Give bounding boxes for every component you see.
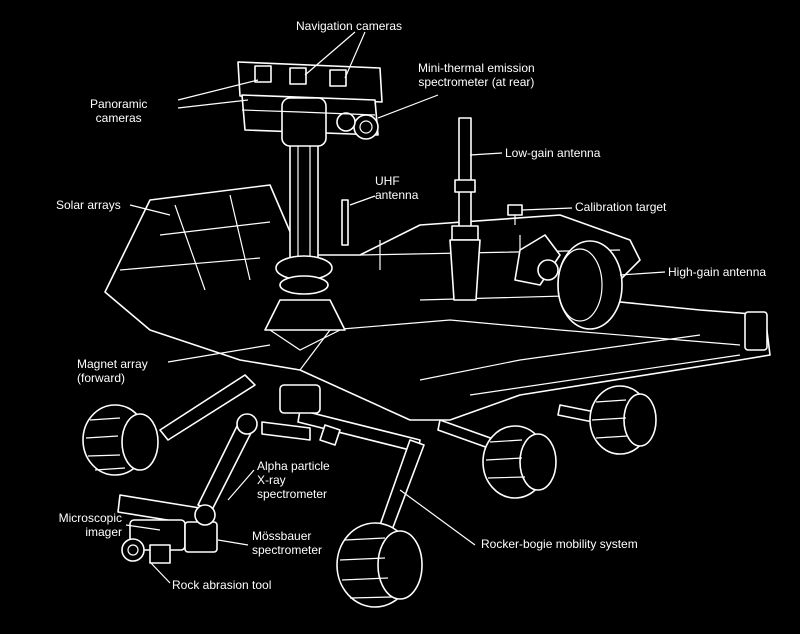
wheel-rear-right — [589, 385, 657, 455]
uhf-antenna — [341, 199, 349, 246]
label-panoramic-cameras: Panoramic cameras — [90, 97, 147, 125]
label-magnet-array: Magnet array (forward) — [77, 357, 148, 385]
wheel-middle-right — [482, 425, 557, 499]
label-apxs: Alpha particle X-ray spectrometer — [257, 459, 330, 501]
leader-lines — [125, 31, 666, 584]
label-rock-abrasion-tool: Rock abrasion tool — [172, 578, 272, 592]
label-mossbauer-line1: Mössbauer — [252, 529, 312, 543]
rover-deck — [104, 184, 771, 421]
wheels — [82, 385, 657, 608]
camera-mast — [264, 139, 346, 351]
label-apxs-line3: spectrometer — [257, 487, 328, 501]
label-high-gain-antenna: High-gain antenna — [668, 265, 767, 279]
label-solar-arrays: Solar arrays — [56, 198, 121, 212]
label-microscopic-line1: Microscopic — [58, 511, 122, 525]
label-mossbauer-line2: spectrometer — [252, 543, 323, 557]
label-microscopic-line2: imager — [85, 525, 122, 539]
label-panoramic-line2: cameras — [95, 111, 142, 125]
pancam-head — [237, 61, 383, 147]
low-gain-antenna — [449, 117, 481, 301]
wheel-front-right — [336, 522, 423, 608]
label-mini-tes-line1: Mini-thermal emission — [418, 61, 535, 75]
wheel-front-left — [82, 404, 159, 476]
label-apxs-line2: X-ray — [257, 473, 286, 487]
label-rocker-bogie: Rocker-bogie mobility system — [481, 537, 638, 551]
label-microscopic-imager: Microscopic imager — [12, 511, 122, 539]
label-mossbauer: Mössbauer spectrometer — [252, 529, 322, 557]
label-low-gain-antenna: Low-gain antenna — [505, 146, 601, 160]
label-uhf-line1: UHF — [375, 174, 400, 188]
instrument-turret — [117, 494, 218, 564]
label-mini-tes: Mini-thermal emission spectrometer (at r… — [418, 61, 535, 89]
label-navigation-cameras: Navigation cameras — [296, 19, 403, 33]
high-gain-antenna — [514, 234, 623, 330]
instrument-arm — [197, 413, 341, 511]
label-magnet-line1: Magnet array — [77, 357, 148, 371]
label-mini-tes-line2: spectrometer (at rear) — [418, 75, 535, 89]
label-uhf-antenna: UHF antenna — [375, 174, 418, 202]
rocker-bogie — [159, 374, 611, 531]
label-calibration-target: Calibration target — [575, 200, 667, 214]
label-uhf-line2: antenna — [375, 188, 419, 202]
label-panoramic-line1: Panoramic — [90, 97, 148, 111]
label-magnet-line2: (forward) — [77, 371, 126, 385]
label-apxs-line1: Alpha particle — [257, 459, 330, 473]
